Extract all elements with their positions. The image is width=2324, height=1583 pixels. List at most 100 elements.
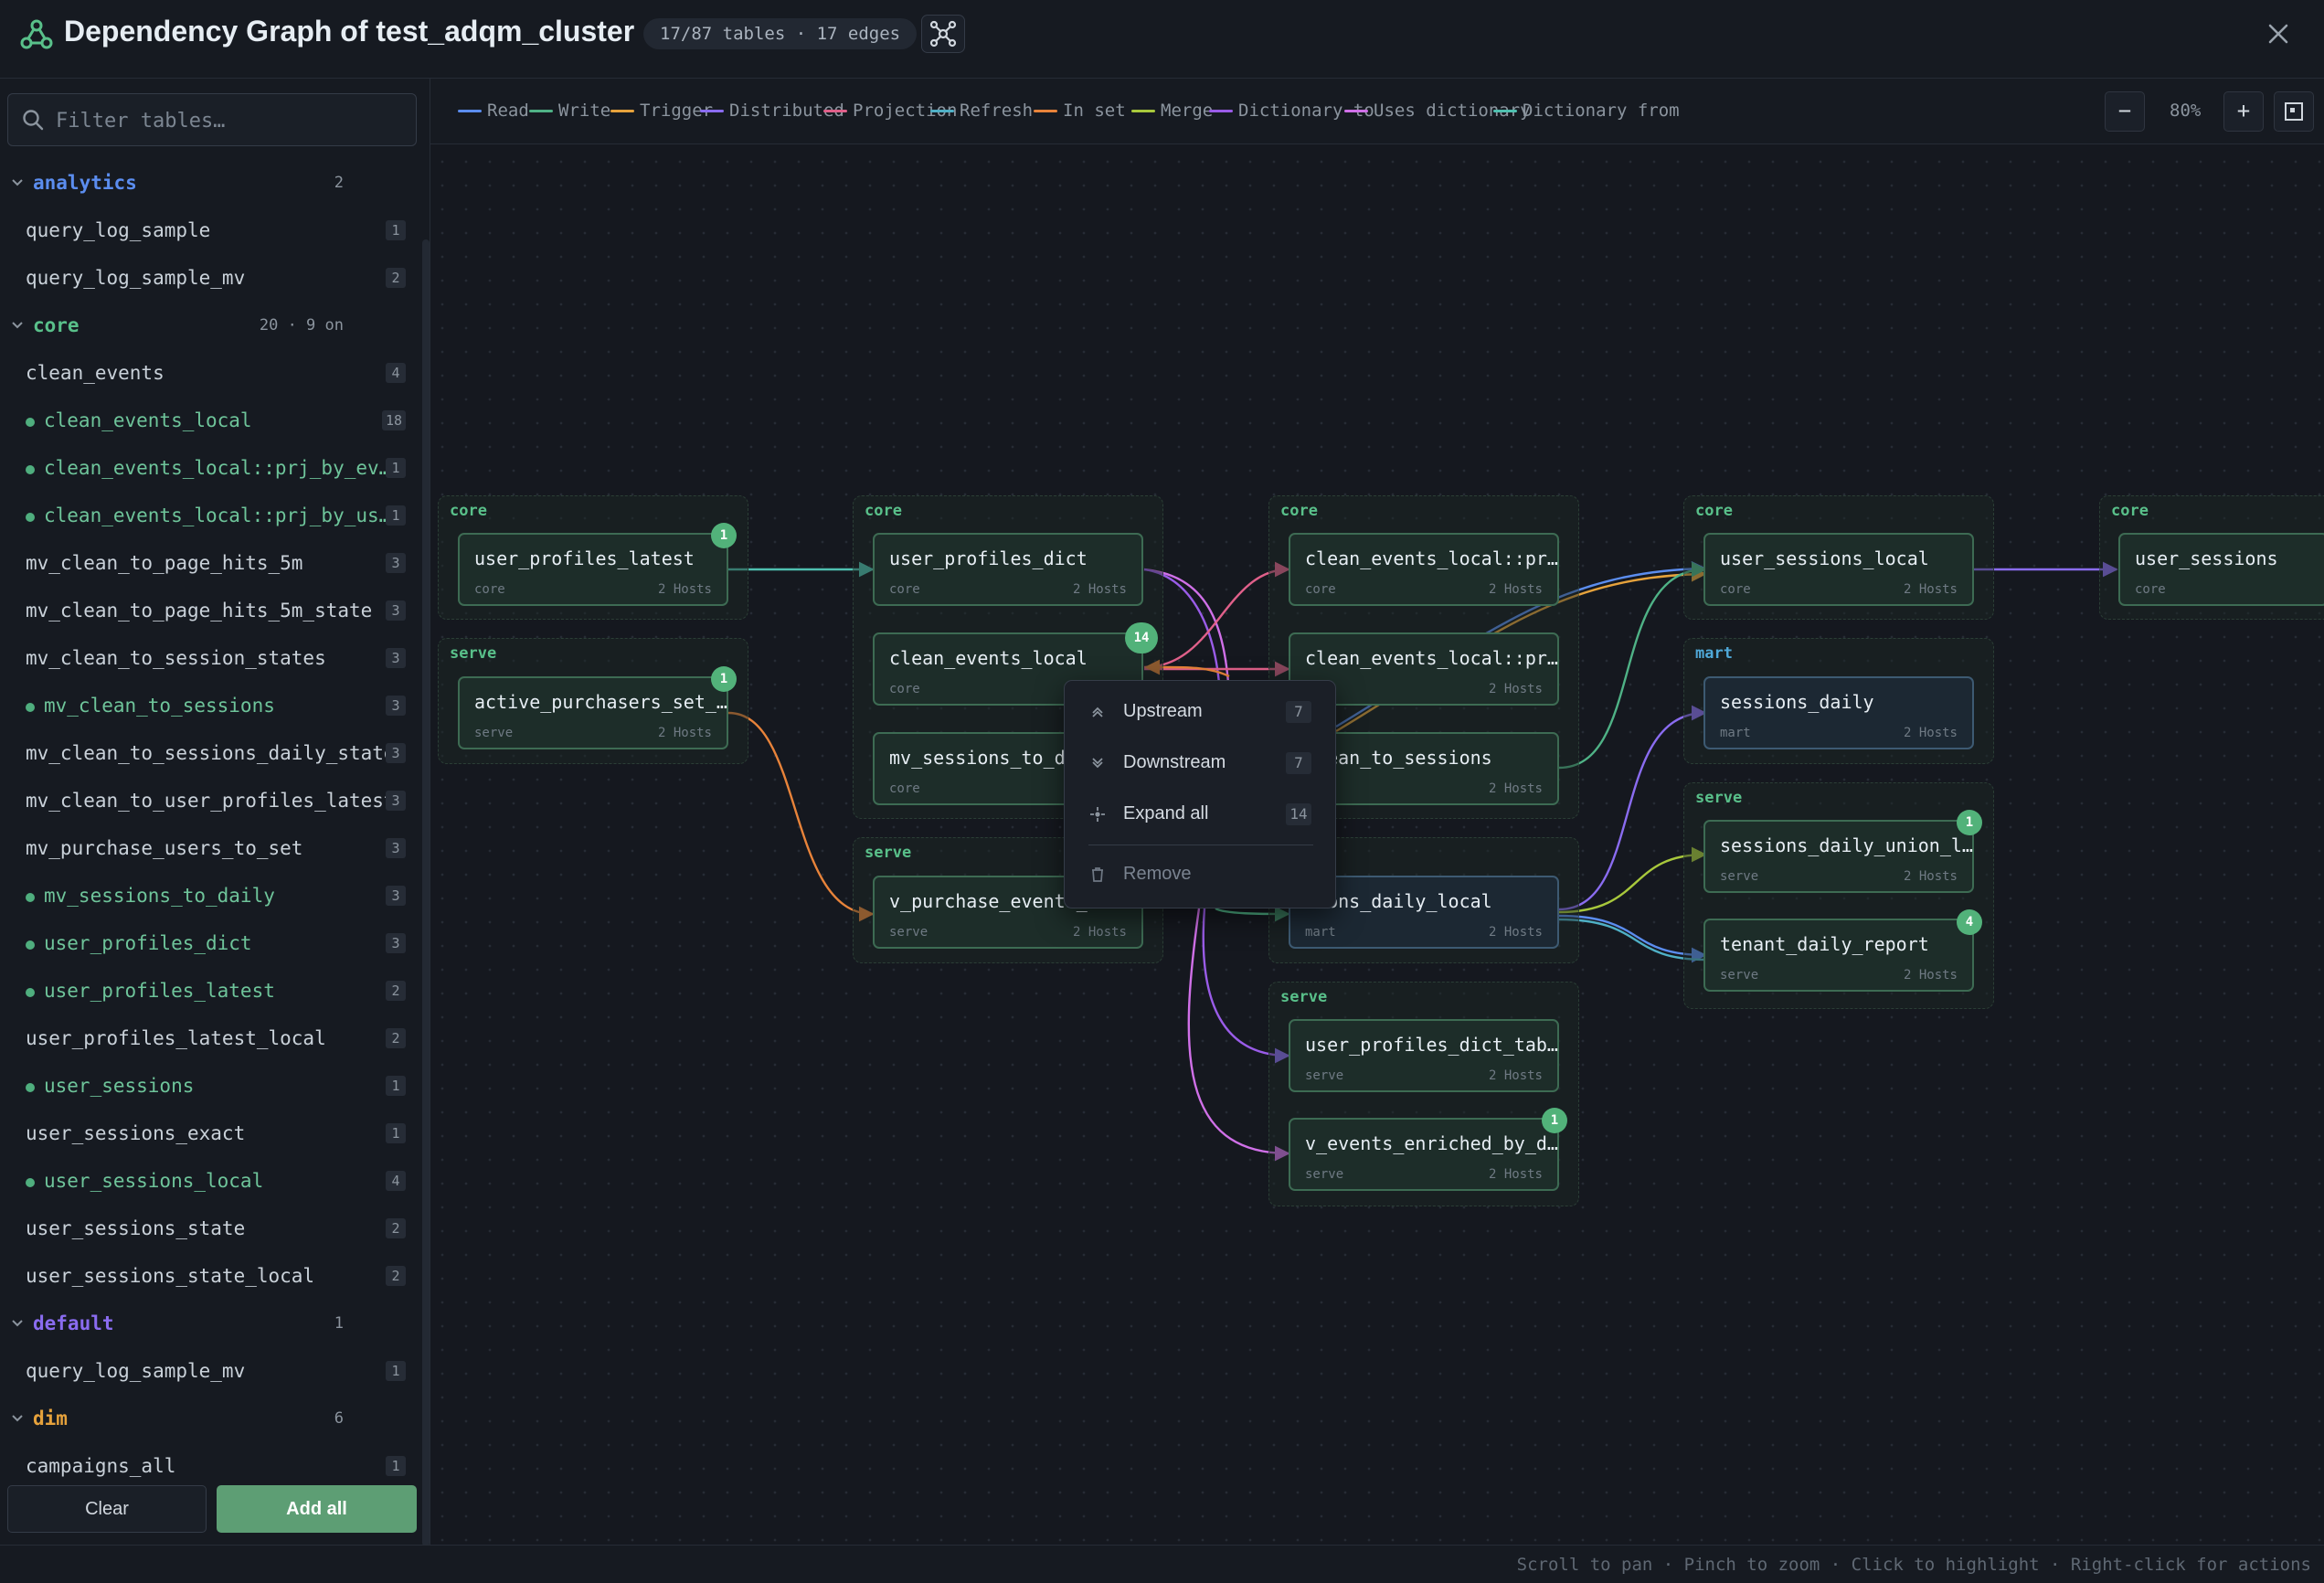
- clear-button[interactable]: Clear: [7, 1485, 207, 1533]
- menu-item-label: Upstream: [1123, 701, 1203, 721]
- table-node[interactable]: user_profiles_latest core 2 Hosts: [458, 533, 728, 606]
- table-node[interactable]: user_profiles_dict core 2 Hosts: [873, 533, 1143, 606]
- network-icon: [929, 20, 957, 48]
- group-label: serve: [450, 644, 497, 663]
- edge: [1143, 561, 1290, 669]
- expand-icon: [1090, 807, 1105, 822]
- node-hosts: 2 Hosts: [657, 582, 712, 597]
- table-node[interactable]: user_profiles_dict_tab… serve 2 Hosts: [1289, 1019, 1559, 1092]
- table-node[interactable]: sessions_daily_union_l… serve 2 Hosts: [1703, 820, 1974, 893]
- count-badge: 3: [386, 791, 406, 811]
- count-badge: 4: [386, 1171, 406, 1191]
- close-icon[interactable]: [2261, 16, 2296, 51]
- node-hosts: 2 Hosts: [1903, 968, 1958, 983]
- table-node[interactable]: clean_events_local core: [873, 632, 1143, 706]
- menu-item-expand-all[interactable]: Expand all 14: [1065, 791, 1335, 838]
- menu-item-label: Remove: [1123, 864, 1192, 884]
- active-dot: [26, 1083, 35, 1092]
- count-badge: 3: [386, 696, 406, 716]
- filter-tables-input[interactable]: [54, 101, 405, 140]
- edge: [1558, 914, 1707, 963]
- menu-item-upstream[interactable]: Upstream 7: [1065, 688, 1335, 736]
- table-node[interactable]: v_events_enriched_by_d… serve 2 Hosts: [1289, 1118, 1559, 1191]
- status-hint: Scroll to pan · Pinch to zoom · Click to…: [1516, 1555, 2311, 1575]
- zoom-out-button[interactable]: −: [2105, 91, 2145, 132]
- table-name: clean_events_local: [44, 409, 252, 431]
- list-item[interactable]: clean_events_local 18: [0, 400, 422, 442]
- group-label: core: [1695, 502, 1733, 520]
- sidebar-scrollbar[interactable]: [422, 239, 430, 1546]
- table-name: mv_purchase_users_to_set: [26, 837, 303, 859]
- node-hosts: 2 Hosts: [1488, 781, 1543, 796]
- list-item[interactable]: clean_events_local::prj_by_ev…1: [0, 448, 422, 490]
- table-node[interactable]: sions_daily_local mart 2 Hosts: [1289, 876, 1559, 949]
- graph-canvas[interactable]: [430, 79, 2324, 1545]
- fit-view-button[interactable]: [2274, 91, 2314, 132]
- table-name: query_log_sample_mv: [26, 1360, 246, 1382]
- table-name: user_sessions_local: [44, 1170, 264, 1192]
- table-node[interactable]: clean_events_local::pr… core 2 Hosts: [1289, 533, 1559, 606]
- legend-item: Dictionary from: [1493, 101, 1680, 121]
- legend-swatch: [1209, 110, 1233, 112]
- add-all-button[interactable]: Add all: [217, 1485, 417, 1533]
- node-name: user_sessions_local: [1720, 547, 1929, 569]
- node-db: serve: [1305, 1068, 1344, 1083]
- group-label: core: [1280, 502, 1318, 520]
- graph-stats-badge: 17/87 tables · 17 edges: [643, 18, 918, 49]
- node-name: mv_sessions_to_dai: [889, 747, 1088, 769]
- legend-swatch: [930, 110, 954, 112]
- table-name: query_log_sample: [26, 219, 211, 241]
- group-name: dim: [33, 1408, 68, 1429]
- zoom-in-button[interactable]: +: [2223, 91, 2264, 132]
- table-node[interactable]: v_purchase_events_c serve 2 Hosts: [873, 876, 1143, 949]
- table-node[interactable]: sessions_daily mart 2 Hosts: [1703, 676, 1974, 749]
- table-name: clean_events_local::prj_by_ev…: [44, 457, 391, 479]
- list-item[interactable]: user_sessions_local 4: [0, 1161, 422, 1203]
- group-label: core: [2111, 502, 2149, 520]
- menu-item-downstream[interactable]: Downstream 7: [1065, 739, 1335, 787]
- node-hosts: 2 Hosts: [1903, 582, 1958, 597]
- menu-item-label: Downstream: [1123, 752, 1226, 772]
- chevron-down-icon: [12, 1320, 23, 1327]
- active-dot: [26, 988, 35, 997]
- table-node[interactable]: active_purchasers_set_… serve 2 Hosts: [458, 676, 728, 749]
- auto-layout-button[interactable]: [921, 15, 965, 53]
- table-node[interactable]: user_sessions core: [2118, 533, 2324, 606]
- edge: [1187, 908, 1290, 1162]
- count-badge: 18: [381, 410, 406, 430]
- list-item[interactable]: clean_events_local::prj_by_us…1: [0, 495, 422, 537]
- context-menu: Upstream 7 Downstream 7 Expand all 14 Re…: [1064, 680, 1336, 908]
- edge: [727, 711, 875, 922]
- active-dot: [26, 1178, 35, 1187]
- menu-item-remove[interactable]: Remove: [1065, 851, 1335, 898]
- count-badge: 1: [386, 505, 406, 526]
- node-db: mart: [1305, 925, 1336, 940]
- count-badge: 3: [386, 886, 406, 906]
- table-node[interactable]: tenant_daily_report serve 2 Hosts: [1703, 919, 1974, 992]
- table-node[interactable]: user_sessions_local core 2 Hosts: [1703, 533, 1974, 606]
